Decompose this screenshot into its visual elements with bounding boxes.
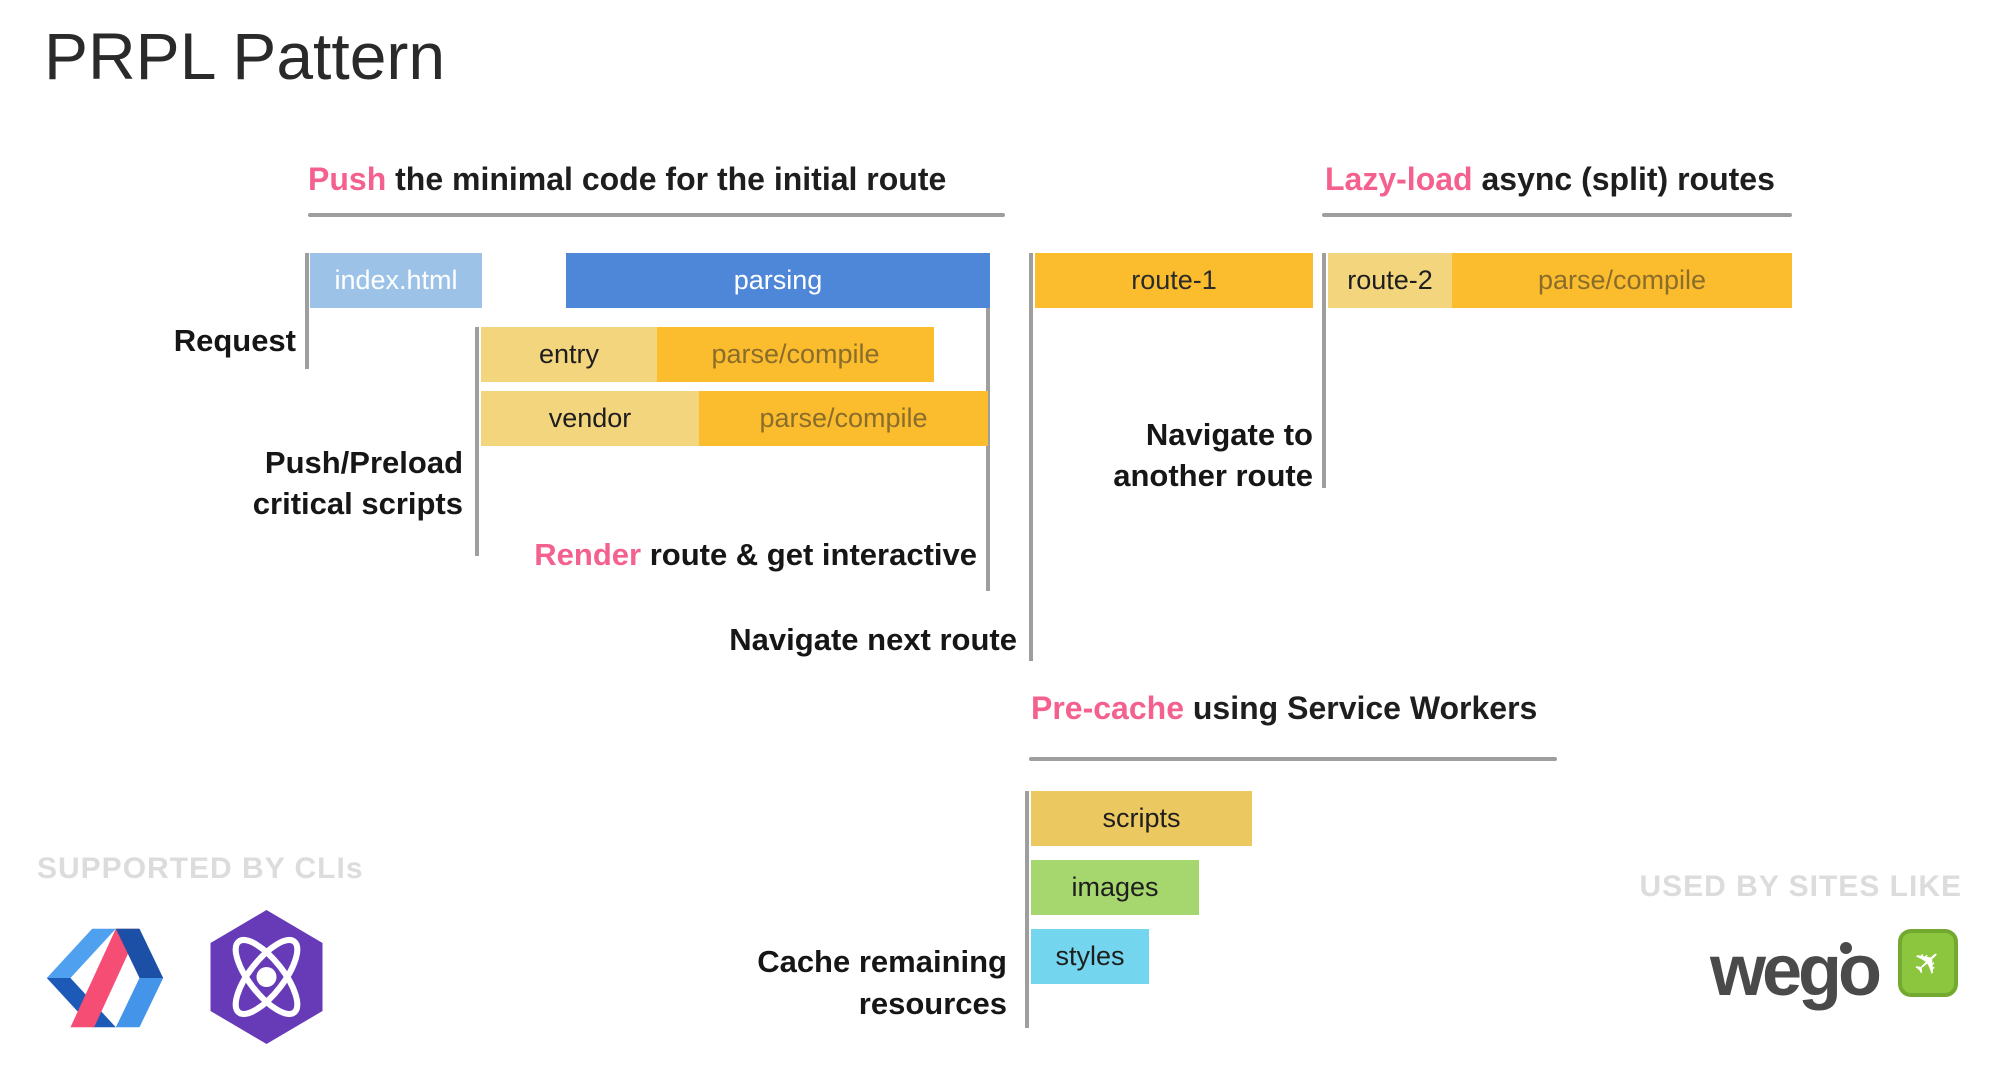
wego-logo-text: wego: [1710, 931, 1882, 1011]
navigate-another-label-line2: another route: [1113, 458, 1313, 493]
navigate-another-label: Navigate to another route: [1000, 414, 1313, 496]
preact-logo-icon: [210, 910, 323, 1044]
lazy-rest: async (split) routes: [1472, 161, 1775, 197]
bar-entry-parse-compile: parse/compile: [657, 327, 934, 382]
request-guide-line: [305, 253, 309, 369]
lazy-section-header: Lazy-load async (split) routes: [1325, 161, 1775, 198]
push-highlight: Push: [308, 161, 387, 197]
render-label: Render route & get interactive: [380, 537, 977, 573]
precache-section-underline: [1029, 757, 1557, 761]
precache-guide-line: [1025, 791, 1029, 1028]
supported-by-clis-label: SUPPORTED BY CLIs: [37, 852, 364, 885]
airplane-icon: ✈: [1904, 939, 1952, 987]
lazy-highlight: Lazy-load: [1325, 161, 1473, 197]
render-guide-line: [986, 253, 990, 591]
navigate-next-guide-line: [1029, 253, 1033, 661]
cache-remaining-label-line1: Cache remaining: [757, 944, 1007, 979]
navigate-another-label-line1: Navigate to: [1145, 417, 1313, 452]
page-title: PRPL Pattern: [44, 19, 446, 93]
bar-route-1: route-1: [1035, 253, 1313, 308]
push-preload-label-line1: Push/Preload: [264, 445, 463, 480]
navigate-another-guide-line: [1322, 253, 1326, 488]
bar-scripts: scripts: [1031, 791, 1252, 846]
push-section-header: Push the minimal code for the initial ro…: [308, 161, 946, 198]
bar-route-2-parse-compile: parse/compile: [1452, 253, 1792, 308]
navigate-next-label: Navigate next route: [729, 622, 1017, 657]
bar-index-html: index.html: [310, 253, 482, 308]
render-rest: route & get interactive: [641, 537, 977, 572]
push-rest: the minimal code for the initial route: [386, 161, 947, 197]
lazy-section-underline: [1322, 213, 1792, 217]
push-preload-label-line2: critical scripts: [252, 486, 463, 521]
precache-section-header: Pre-cache using Service Workers: [1031, 690, 1537, 727]
cache-remaining-label: Cache remaining resources: [690, 941, 1007, 1025]
bar-entry: entry: [481, 327, 657, 382]
request-label: Request: [173, 323, 296, 358]
push-preload-label: Push/Preload critical scripts: [140, 442, 463, 524]
bar-styles: styles: [1031, 929, 1149, 984]
wego-plane-icon: ✈: [1898, 929, 1958, 997]
render-highlight: Render: [534, 537, 642, 572]
bar-vendor: vendor: [481, 391, 699, 446]
push-section-underline: [308, 213, 1005, 217]
used-by-sites-label: USED BY SITES LIKE: [1639, 870, 1962, 903]
bar-route-2: route-2: [1328, 253, 1452, 308]
bar-vendor-parse-compile: parse/compile: [699, 391, 988, 446]
cache-remaining-label-line2: resources: [858, 986, 1007, 1021]
precache-highlight: Pre-cache: [1031, 690, 1184, 726]
polymer-logo-icon: [46, 928, 164, 1028]
wego-g-dot: [1840, 942, 1852, 954]
push-preload-guide-line: [475, 327, 479, 556]
precache-rest: using Service Workers: [1183, 690, 1538, 726]
bar-images: images: [1031, 860, 1199, 915]
bar-parsing: parsing: [566, 253, 990, 308]
